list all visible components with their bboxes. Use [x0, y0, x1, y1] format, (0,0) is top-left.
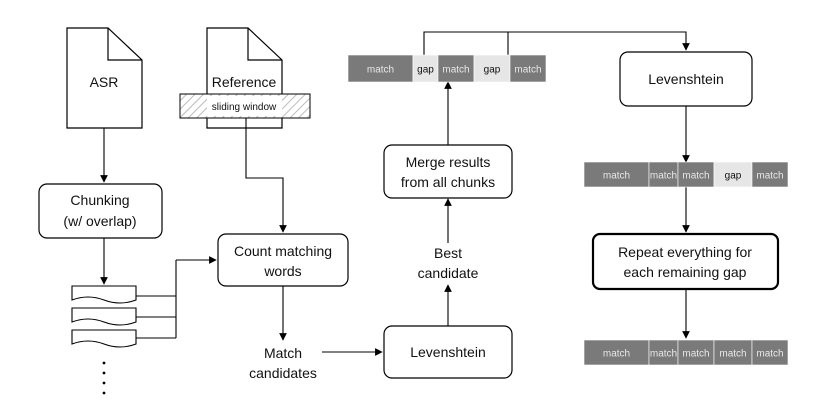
match-segment	[751, 339, 789, 366]
match-segment-label: match	[756, 349, 783, 360]
svg-text:Best: Best	[434, 245, 462, 261]
match-candidates-label: Match candidates	[249, 345, 317, 381]
svg-text:candidate: candidate	[418, 265, 479, 281]
levenshtein-box-right: Levenshtein	[619, 51, 753, 107]
chunk-page-1	[71, 285, 137, 304]
svg-text:(w/ overlap): (w/ overlap)	[63, 213, 136, 229]
flow-arrows	[100, 31, 690, 356]
count-matching-box: Count matching words	[217, 233, 349, 287]
asr-document: ASR	[66, 27, 143, 129]
match-segment-label: match	[603, 171, 630, 182]
asr-label: ASR	[90, 74, 119, 90]
arrow-bar-to-levenshtein	[423, 31, 690, 55]
chunk-connectors	[136, 256, 217, 339]
ellipsis-dot	[102, 371, 106, 375]
reference-label: Reference	[212, 74, 277, 90]
match-segment	[583, 161, 650, 188]
svg-text:Levenshtein: Levenshtein	[410, 344, 486, 360]
chunk-stack	[71, 285, 137, 395]
match-segment-label: match	[514, 65, 541, 76]
gap-segment	[412, 54, 439, 83]
ellipsis-dot	[102, 381, 106, 385]
svg-text:candidates: candidates	[249, 365, 317, 381]
match-segment	[437, 54, 475, 83]
svg-text:Match: Match	[264, 345, 302, 361]
svg-text:each remaining gap: each remaining gap	[624, 264, 747, 280]
match-segment-label: match	[367, 65, 394, 76]
svg-text:from all chunks: from all chunks	[401, 174, 495, 190]
best-candidate-label: Best candidate	[418, 245, 479, 281]
svg-text:Levenshtein: Levenshtein	[648, 71, 724, 87]
match-segment	[583, 339, 650, 366]
levenshtein-box-bottom: Levenshtein	[383, 325, 513, 379]
match-segment	[677, 339, 715, 366]
gap-segment-label: gap	[417, 65, 434, 76]
match-segment-label: match	[442, 65, 469, 76]
svg-text:Chunking: Chunking	[70, 192, 129, 208]
svg-text:Merge results: Merge results	[406, 154, 491, 170]
gap-segment	[473, 54, 511, 83]
ellipsis-dot	[102, 361, 106, 365]
sliding-window: sliding window	[179, 93, 311, 119]
sliding-window-label: sliding window	[212, 102, 277, 113]
chunking-box: Chunking (w/ overlap)	[38, 183, 163, 239]
match-segment	[648, 161, 679, 188]
ellipsis-dot	[102, 391, 106, 395]
segment-bar-top: match gap match gap match	[347, 54, 547, 83]
match-segment-label: match	[650, 171, 677, 182]
match-segment-label: match	[756, 171, 783, 182]
match-segment	[713, 339, 753, 366]
match-segment-label: match	[682, 349, 709, 360]
svg-text:Count matching: Count matching	[234, 243, 332, 259]
chunk-page-2	[71, 307, 137, 326]
match-segment	[677, 161, 715, 188]
segment-bar-middle: match match match gap match	[583, 161, 789, 188]
match-segment	[648, 339, 679, 366]
gap-segment-label: gap	[484, 65, 501, 76]
gap-segment	[713, 161, 753, 188]
match-segment	[751, 161, 789, 188]
gap-segment-label: gap	[725, 171, 742, 182]
match-segment-label: match	[719, 349, 746, 360]
arrow-window-to-count	[245, 118, 287, 233]
merge-results-box: Merge results from all chunks	[383, 144, 513, 199]
svg-text:words: words	[263, 263, 301, 279]
chunk-page-3	[71, 329, 137, 348]
match-segment-label: match	[603, 349, 630, 360]
svg-text:Repeat everything for: Repeat everything for	[618, 244, 752, 260]
match-segment-label: match	[650, 349, 677, 360]
match-segment	[509, 54, 547, 83]
segment-bar-bottom: match match match match match	[583, 339, 789, 366]
match-segment-label: match	[682, 171, 709, 182]
repeat-box: Repeat everything for each remaining gap	[591, 232, 780, 291]
